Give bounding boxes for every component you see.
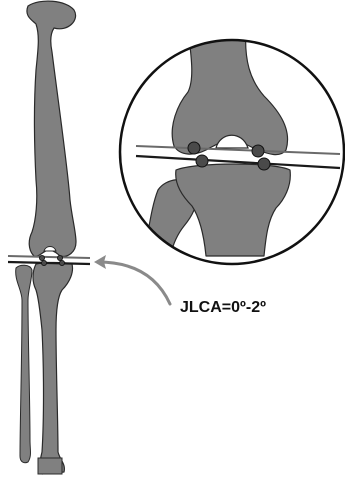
femur-bone (27, 1, 76, 256)
contact-marker (252, 145, 264, 157)
contact-marker (188, 142, 200, 154)
knee-marker (39, 255, 44, 260)
contact-marker (258, 158, 270, 170)
full-leg-skeleton-icon (8, 1, 90, 474)
ankle-block (38, 458, 62, 474)
knee-marker (59, 260, 64, 265)
jlca-label: JLCA=0º-2º (180, 299, 266, 316)
knee-marker (57, 255, 62, 260)
knee-joint-magnified-icon (120, 30, 344, 270)
tibia-bone (33, 263, 73, 475)
curved-arrow-icon (94, 255, 170, 304)
arrow-shaft (98, 262, 170, 304)
tibial-joint-line (8, 262, 90, 264)
knee-marker (41, 260, 46, 265)
fibula-bone (16, 265, 32, 463)
femoral-joint-line (8, 256, 90, 258)
contact-marker (196, 155, 208, 167)
